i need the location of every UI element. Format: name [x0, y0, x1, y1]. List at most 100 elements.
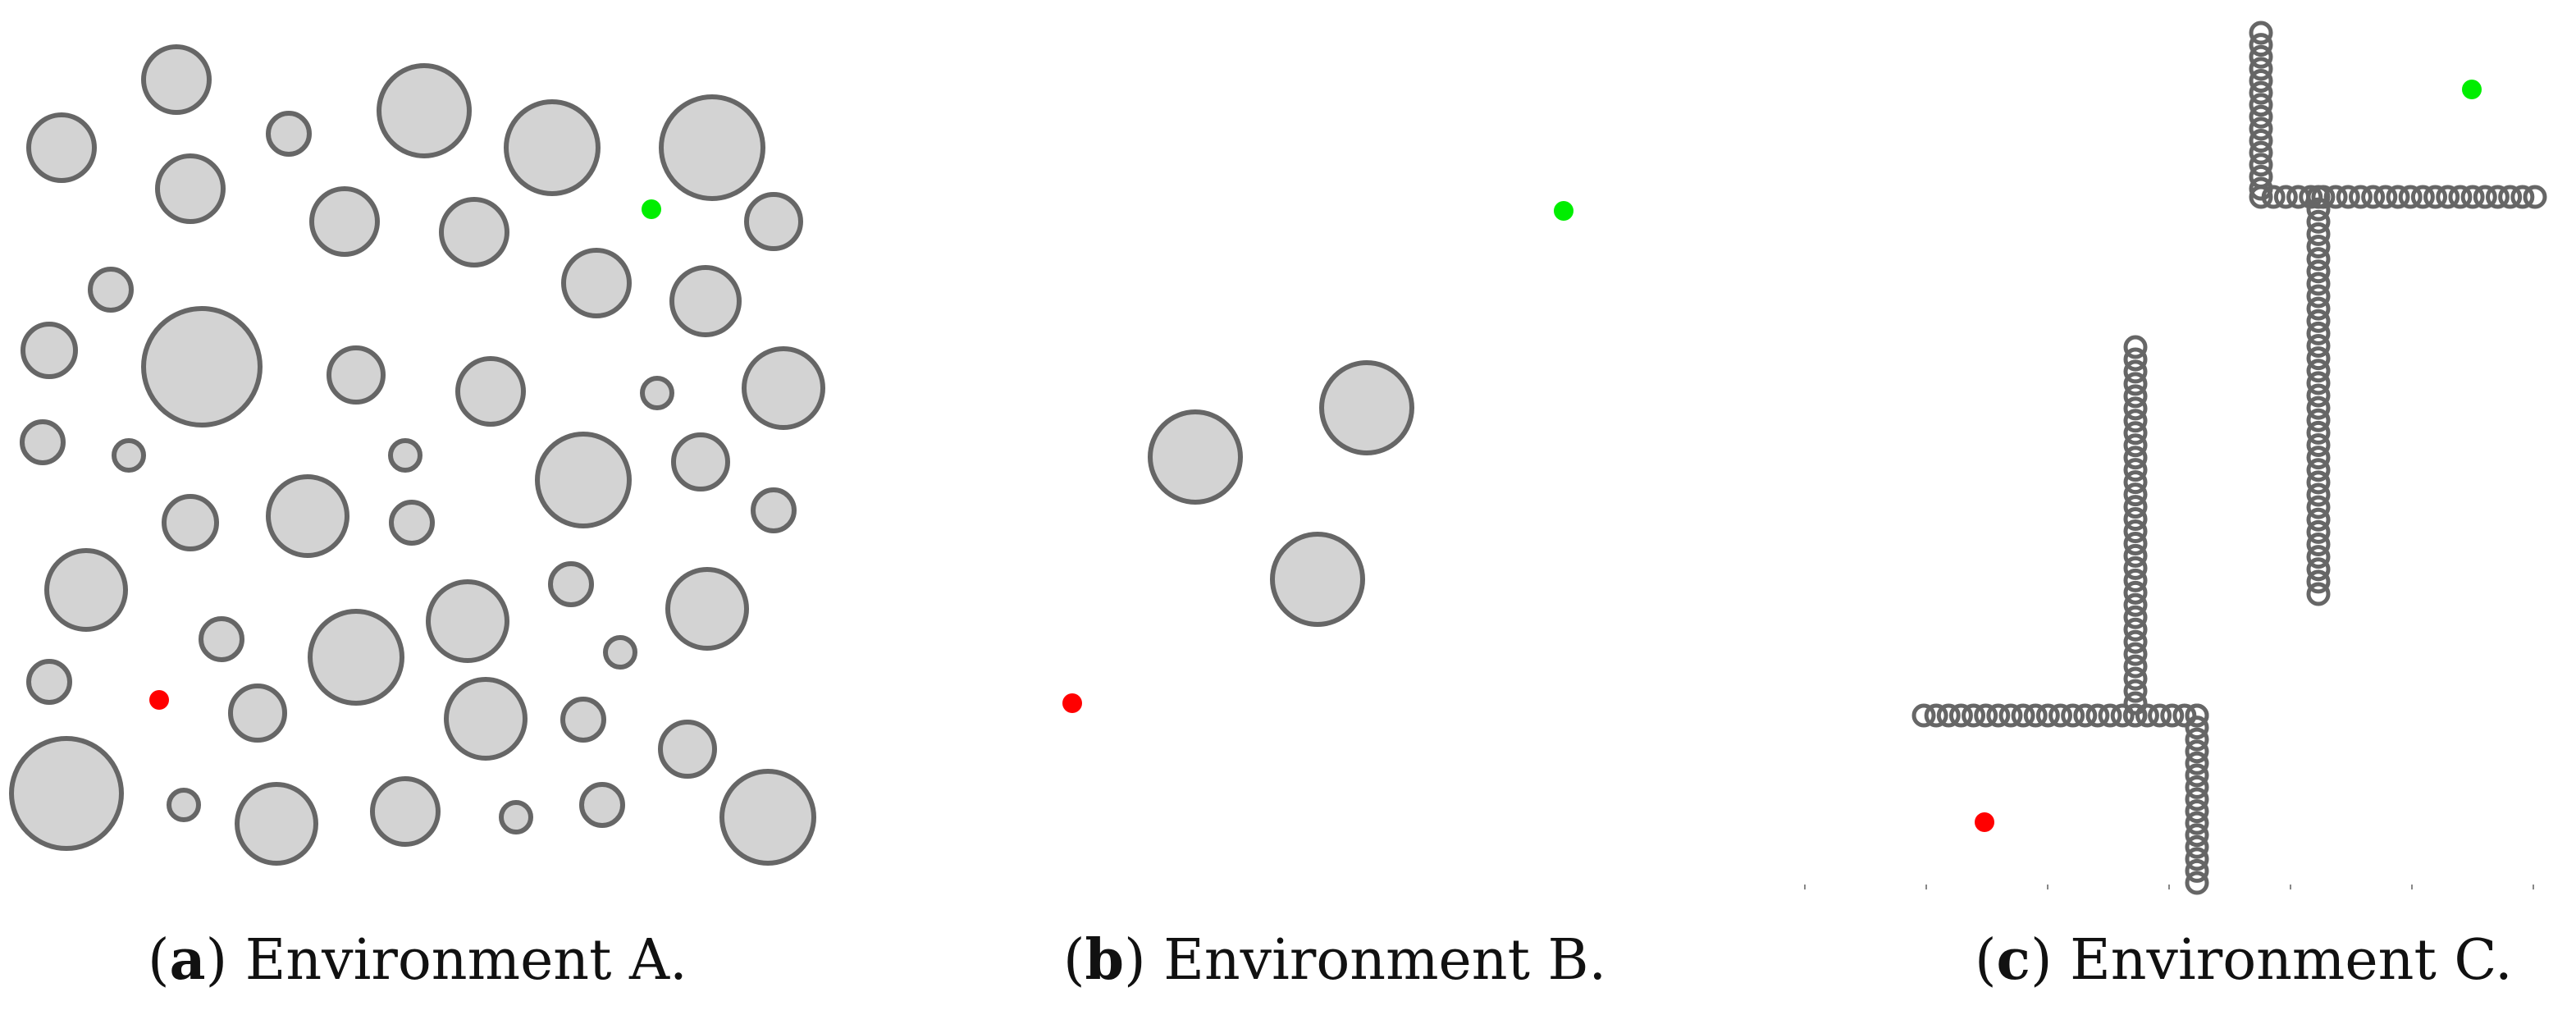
wall-bead: [2436, 185, 2460, 209]
start-point: [1062, 693, 1082, 713]
wall-bead: [2249, 57, 2273, 81]
caption-environment-a: (a) Environment A.: [148, 927, 687, 993]
wall-bead: [2123, 446, 2148, 470]
wall-bead: [2306, 197, 2331, 222]
wall-bead: [2073, 703, 2098, 728]
wall-bead: [2123, 531, 2148, 556]
wall-bead: [2306, 321, 2331, 345]
wall-bead: [2306, 458, 2331, 482]
wall-bead: [2185, 775, 2209, 799]
wall-bead: [2185, 834, 2209, 859]
wall-bead: [2306, 557, 2331, 582]
wall-bead: [2249, 104, 2273, 129]
wall-bead: [2448, 185, 2473, 209]
wall-bead: [2123, 507, 2148, 532]
wall-bead: [2306, 545, 2331, 569]
wall-bead: [2306, 482, 2331, 507]
caption-text-c: Environment C.: [2070, 928, 2513, 993]
obstacle: [504, 99, 601, 196]
wall-bead: [2249, 129, 2273, 153]
wall-bead: [2306, 433, 2331, 457]
wall-bead: [2185, 858, 2209, 883]
obstacle: [742, 346, 825, 430]
obstacle: [444, 677, 528, 761]
wall-bead: [2249, 117, 2273, 141]
wall-bead: [2249, 185, 2273, 209]
wall-bead: [2306, 346, 2331, 371]
wall-bead: [2306, 359, 2331, 383]
obstacle: [669, 265, 742, 337]
wall-bead: [2135, 703, 2159, 728]
obstacle: [439, 197, 509, 267]
obstacle: [389, 500, 435, 546]
panel-environment-a: [9, 44, 825, 866]
goal-point: [1554, 201, 1573, 221]
goal-point: [642, 199, 661, 219]
obstacle: [167, 788, 201, 822]
wall-bead: [2273, 185, 2298, 209]
wall-bead: [2348, 185, 2373, 209]
obstacle: [751, 487, 797, 533]
wall-bead: [2306, 408, 2331, 432]
wall-bead: [2185, 799, 2209, 824]
obstacle: [370, 776, 441, 847]
wall-bead: [2336, 185, 2360, 209]
wall-bead: [2306, 309, 2331, 333]
caption-environment-b: (b) Environment B.: [1063, 927, 1607, 993]
wall-bead: [2398, 185, 2423, 209]
wall-bead: [2123, 470, 2148, 495]
wall-bead: [2123, 556, 2148, 580]
wall-bead: [2123, 519, 2148, 543]
wall-bead: [2123, 347, 2148, 372]
wall-bead: [2123, 568, 2148, 592]
wall-bead: [2123, 605, 2148, 629]
wall-bead: [2249, 33, 2273, 57]
wall-bead: [2306, 371, 2331, 395]
obstacle: [9, 736, 124, 851]
wall-bead: [2249, 21, 2273, 45]
wall-bead: [2123, 335, 2148, 359]
wall-bead: [2306, 284, 2331, 309]
wall-bead: [2306, 383, 2331, 408]
wall-bead: [2185, 847, 2209, 871]
wall-bead: [2160, 703, 2185, 728]
wall-bead: [1974, 703, 1998, 728]
obstacle: [199, 616, 244, 662]
wall-bead: [2148, 703, 2172, 728]
wall-bead: [2306, 209, 2331, 234]
wall-bead: [2306, 507, 2331, 532]
wall-bead: [2306, 470, 2331, 495]
caption-tag-a: a: [169, 927, 206, 993]
wall-bead: [2123, 372, 2148, 396]
wall-bead: [2123, 543, 2148, 568]
obstacle: [665, 567, 749, 651]
wall-bead: [2249, 44, 2273, 69]
obstacle: [561, 248, 632, 318]
obstacle: [21, 322, 78, 379]
wall-bead: [2110, 703, 2135, 728]
wall-bead: [2185, 727, 2209, 752]
obstacle: [455, 356, 526, 427]
wall-bead: [2123, 495, 2148, 519]
wall-bead: [2485, 185, 2510, 209]
wall-bead: [2123, 384, 2148, 409]
wall-bead: [2185, 823, 2209, 848]
obstacle: [560, 697, 606, 743]
wall-bead: [1936, 703, 1961, 728]
wall-bead: [2306, 395, 2331, 420]
goal-point: [2462, 80, 2482, 99]
bottom-axis-ticks: [1804, 885, 2534, 889]
obstacle: [88, 267, 134, 313]
obstacle: [744, 192, 803, 251]
wall-bead: [2011, 703, 2035, 728]
wall-bead: [2249, 93, 2273, 117]
obstacle: [162, 494, 219, 551]
wall-bead: [2123, 458, 2148, 482]
obstacle: [155, 153, 226, 224]
obstacle: [266, 111, 312, 157]
wall-bead: [2306, 222, 2331, 246]
wall-bead: [2323, 185, 2348, 209]
obstacle: [141, 306, 263, 427]
obstacle: [426, 579, 509, 663]
wall-bead: [1962, 703, 1986, 728]
